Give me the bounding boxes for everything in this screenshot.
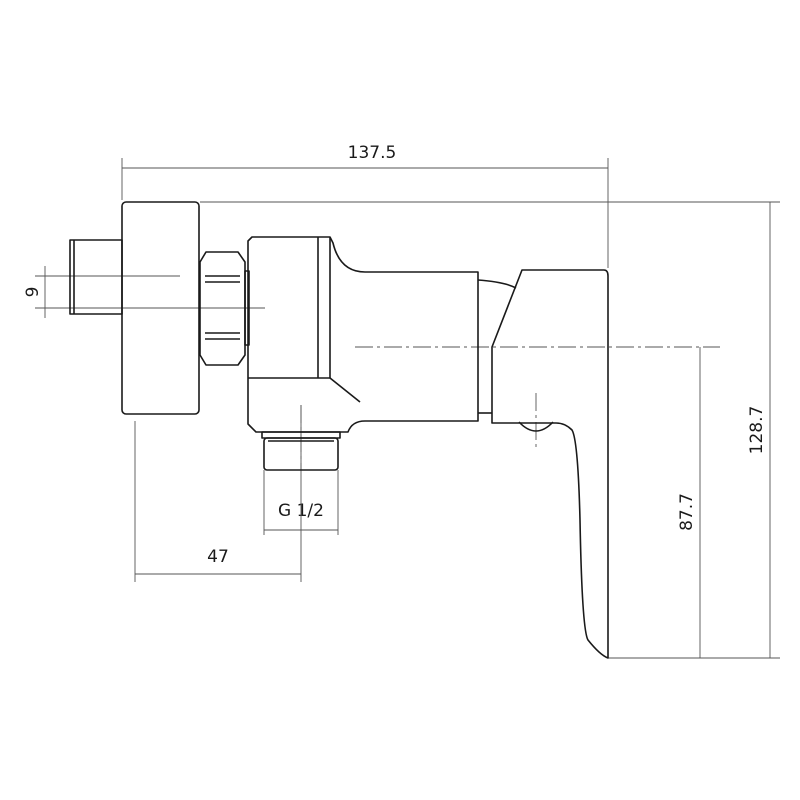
dim-label-137-5: 137.5 [348,143,397,163]
outlet-thread [261,431,341,471]
dim-label-128-7: 128.7 [747,406,767,455]
dim-label-47: 47 [207,547,229,567]
mixer-body [247,236,517,433]
dimension-overall-length: 137.5 [121,143,609,268]
dimension-axis-height: 87.7 [677,347,701,658]
dimension-outlet-distance: 47 [134,405,302,582]
hex-nut [199,251,250,366]
dimension-overall-height: 128.7 [200,201,780,659]
dim-label-87-7: 87.7 [677,493,697,531]
wall-flange [121,201,200,415]
inlet-connector [69,239,123,315]
lever-handle [491,269,609,659]
dimension-inlet-offset: 9 [23,266,265,318]
dim-label-9: 9 [23,287,43,298]
